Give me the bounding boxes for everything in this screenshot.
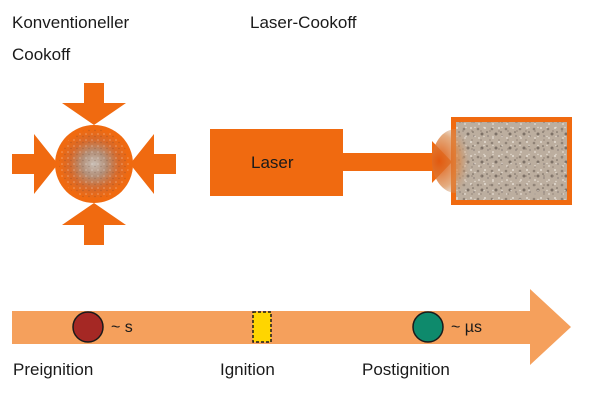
laser-box — [210, 129, 343, 196]
conventional-title-line1: Konventioneller — [12, 13, 130, 32]
heat-arrows — [12, 83, 176, 245]
ignition-label: Ignition — [220, 360, 275, 379]
arrow-bottom — [62, 203, 126, 245]
arrow-top — [62, 83, 126, 125]
postignition-marker — [412, 311, 444, 343]
preignition-label: Preignition — [13, 360, 94, 379]
conventional-title-line2: Cookoff — [12, 45, 71, 64]
heated-sample-sphere — [55, 125, 133, 203]
laser-beam-arrow — [343, 141, 452, 183]
laser-target-sample — [432, 117, 572, 205]
preignition-marker — [72, 311, 104, 343]
arrow-left — [12, 134, 58, 194]
conventional-cookoff-title: Konventioneller Cookoff — [12, 13, 129, 65]
ignition-marker — [252, 311, 272, 343]
timeline-arrow — [12, 289, 571, 365]
preignition-time-label: ~ s — [111, 319, 133, 336]
laser-cookoff-title: Laser-Cookoff — [250, 13, 357, 32]
laser-label: Laser — [251, 153, 294, 172]
postignition-time-label: ~ µs — [451, 319, 483, 336]
arrow-right — [130, 134, 176, 194]
postignition-label: Postignition — [362, 360, 450, 379]
laser-hotspot — [432, 129, 480, 193]
